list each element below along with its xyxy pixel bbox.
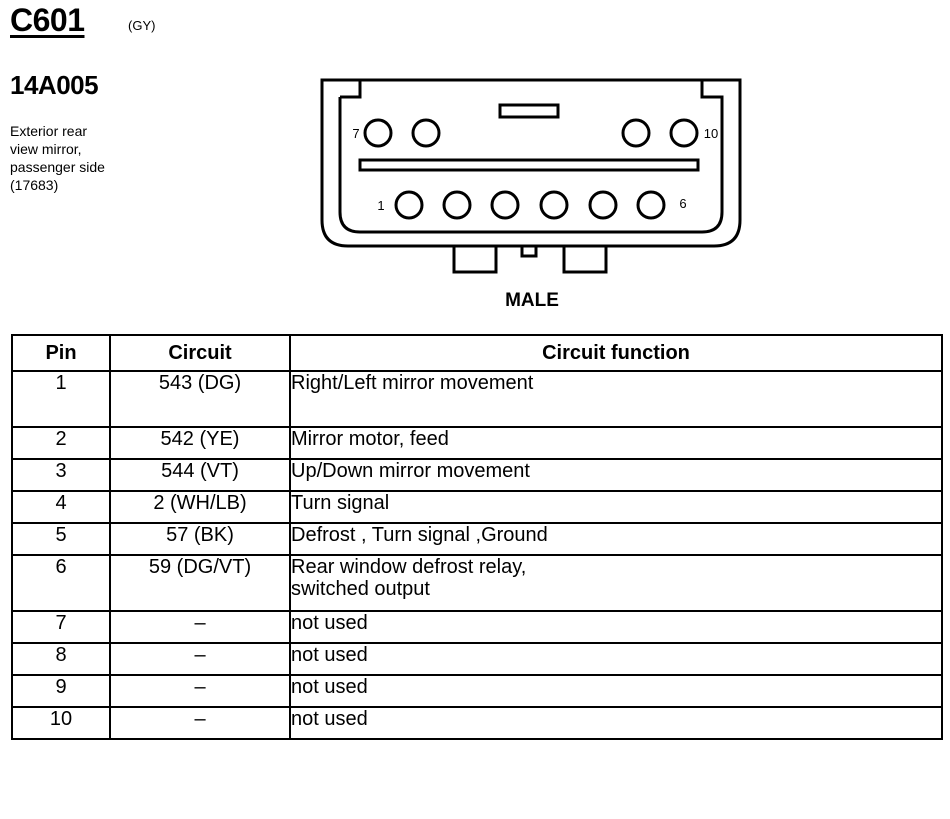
pin-4-cavity — [539, 190, 569, 220]
connector-gender-label: MALE — [505, 290, 559, 311]
connector-color-code: (GY) — [128, 18, 156, 33]
function-cell: Right/Left mirror movement — [289, 370, 943, 428]
pin-cell: 9 — [11, 674, 111, 708]
table-row: 8 – not used — [11, 642, 943, 676]
pin-cell: 3 — [11, 458, 111, 492]
circuit-cell: 542 (YE) — [109, 426, 291, 460]
pin-label-10: 10 — [704, 126, 718, 141]
table-row: 10 – not used — [11, 706, 943, 740]
description-line: view mirror, — [10, 141, 82, 157]
component-description: Exterior rear view mirror, passenger sid… — [10, 122, 170, 194]
pin-10-cavity — [669, 118, 699, 148]
locking-latch-right — [562, 246, 608, 274]
function-line: Right/Left mirror movement — [291, 372, 534, 394]
circuit-cell: 544 (VT) — [109, 458, 291, 492]
function-cell: Mirror motor, feed — [289, 426, 943, 460]
pin-7-cavity — [363, 118, 393, 148]
pin-cell: 6 — [11, 554, 111, 612]
row-separator-bar — [358, 158, 700, 172]
pin-cell: 7 — [11, 610, 111, 644]
center-key — [520, 244, 538, 258]
pin-cell: 10 — [11, 706, 111, 740]
pin-cell: 8 — [11, 642, 111, 676]
pin-9-cavity — [621, 118, 651, 148]
part-number: 14A005 — [10, 70, 99, 100]
pin-8-cavity — [411, 118, 441, 148]
table-row: 3 544 (VT) Up/Down mirror movement — [11, 458, 943, 492]
function-line: Defrost , Turn signal ,Ground — [291, 524, 548, 546]
function-line: Rear window defrost relay, — [291, 556, 527, 578]
pin-cell: 2 — [11, 426, 111, 460]
table-row: 4 2 (WH/LB) Turn signal — [11, 490, 943, 524]
connector-outer-shell — [320, 78, 742, 248]
locking-latch-left — [452, 246, 498, 274]
function-cell: Up/Down mirror movement — [289, 458, 943, 492]
function-line: not used — [291, 612, 368, 634]
circuit-cell: – — [109, 674, 291, 708]
function-cell: Rear window defrost relay, switched outp… — [289, 554, 943, 612]
description-line: (17683) — [10, 177, 59, 193]
connector-face-diagram: 7 10 1 6 MALE — [320, 78, 742, 311]
header-pin: Pin — [11, 334, 111, 372]
function-line: not used — [291, 708, 368, 730]
table-row: 7 – not used — [11, 610, 943, 644]
function-line: not used — [291, 644, 368, 666]
pin-label-6: 6 — [679, 196, 686, 211]
description-line: Exterior rear — [10, 123, 88, 139]
header-circuit: Circuit — [109, 334, 291, 372]
description-line: passenger side — [10, 159, 105, 175]
pin-2-cavity — [442, 190, 472, 220]
function-cell: not used — [289, 706, 943, 740]
table-row: 2 542 (YE) Mirror motor, feed — [11, 426, 943, 460]
function-line: Up/Down mirror movement — [291, 460, 530, 482]
table-row: 5 57 (BK) Defrost , Turn signal ,Ground — [11, 522, 943, 556]
header-circuit-function: Circuit function — [289, 334, 943, 372]
circuit-cell: 543 (DG) — [109, 370, 291, 428]
function-cell: not used — [289, 674, 943, 708]
function-cell: not used — [289, 642, 943, 676]
connector-inner-outline — [338, 80, 724, 234]
circuit-cell: – — [109, 642, 291, 676]
function-cell: not used — [289, 610, 943, 644]
pin-cell: 1 — [11, 370, 111, 428]
pin-1-cavity — [394, 190, 424, 220]
table-row: 1 543 (DG) Right/Left mirror movement — [11, 370, 943, 428]
pin-6-cavity — [636, 190, 666, 220]
pin-label-1: 1 — [377, 198, 384, 213]
function-line: switched output — [291, 578, 430, 600]
keying-tab — [498, 103, 560, 119]
function-cell: Defrost , Turn signal ,Ground — [289, 522, 943, 556]
circuit-cell: – — [109, 706, 291, 740]
function-line: Turn signal — [291, 492, 390, 514]
circuit-cell: 57 (BK) — [109, 522, 291, 556]
function-cell: Turn signal — [289, 490, 943, 524]
pin-circuit-table: Pin Circuit Circuit function 1 543 (DG) … — [11, 334, 943, 740]
pin-5-cavity — [588, 190, 618, 220]
circuit-cell: – — [109, 610, 291, 644]
function-line: not used — [291, 676, 368, 698]
table-header-row: Pin Circuit Circuit function — [11, 334, 943, 372]
pin-label-7: 7 — [352, 126, 359, 141]
pin-3-cavity — [490, 190, 520, 220]
circuit-cell: 2 (WH/LB) — [109, 490, 291, 524]
function-line: Mirror motor, feed — [291, 428, 449, 450]
connector-id: C601 — [10, 2, 85, 38]
table-row: 6 59 (DG/VT) Rear window defrost relay, … — [11, 554, 943, 612]
circuit-cell: 59 (DG/VT) — [109, 554, 291, 612]
pin-cell: 4 — [11, 490, 111, 524]
pin-cell: 5 — [11, 522, 111, 556]
table-row: 9 – not used — [11, 674, 943, 708]
